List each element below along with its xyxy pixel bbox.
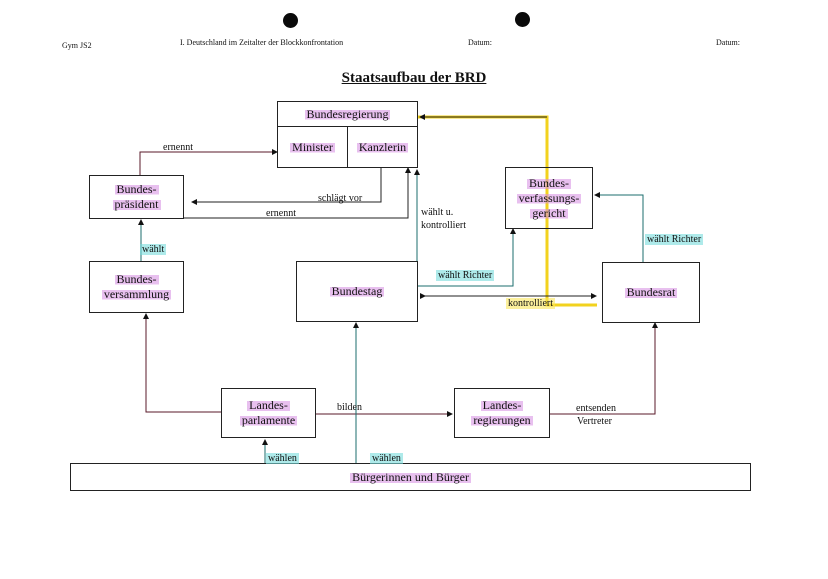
label-bverfg-2: verfassungs-	[516, 190, 582, 206]
label-waehlt-richter-1-text: wählt Richter	[436, 270, 495, 281]
label-waehlt-richter-1: wählt Richter	[436, 270, 495, 282]
label-entsenden: entsenden	[576, 403, 616, 414]
line-praesident-ernennt-minister	[139, 149, 278, 175]
label-landesregierungen-2: regierungen	[471, 413, 533, 428]
box-bundesverfassungsgericht: Bundes- verfassungs- gericht	[505, 167, 593, 229]
box-landesparlamente: Landes- parlamente	[221, 388, 316, 438]
label-landesparlamente-2: parlamente	[239, 413, 298, 428]
label-schlaegt-vor: schlägt vor	[318, 193, 363, 204]
label-landesregierungen-1: Landes-	[480, 398, 524, 413]
label-bundesversammlung-2: versammlung	[101, 287, 172, 302]
line-bundesrat-bverfg	[594, 192, 644, 262]
label-kontrolliert-2-text: kontrolliert	[506, 298, 555, 309]
label-bundesregierung: Bundesregierung	[304, 106, 391, 122]
label-waehlen-2-text: wählen	[370, 453, 403, 464]
header-date-1: Datum:	[468, 38, 492, 47]
line-bverfg-kontrolliert-yellow	[545, 229, 597, 307]
label-buerger: Bürgerinnen und Bürger	[350, 469, 471, 485]
label-bilden: bilden	[337, 402, 362, 413]
label-bundesversammlung-1: Bundes-	[114, 272, 159, 287]
line-entsenden	[550, 322, 658, 415]
label-waehlt-u: wählt u.	[421, 207, 454, 218]
line-bundestag-bverfg	[418, 228, 516, 287]
label-vertreter: Vertreter	[577, 416, 612, 427]
box-buerger: Bürgerinnen und Bürger	[70, 463, 751, 491]
label-ernennt-top: ernennt	[163, 142, 193, 153]
label-waehlt-richter-2-text: wählt Richter	[645, 234, 704, 245]
label-bundespraesident-2: präsident	[112, 197, 161, 212]
label-bundestag: Bundestag	[329, 284, 385, 299]
cell-kanzlerin: Kanzlerin	[348, 127, 417, 167]
page-title: Staatsaufbau der BRD	[341, 70, 487, 86]
cell-minister: Minister	[278, 127, 348, 167]
box-bundesregierung: Bundesregierung Minister Kanzlerin	[277, 101, 418, 168]
box-bundesrat: Bundesrat	[602, 262, 700, 323]
label-bverfg-3: gericht	[530, 205, 568, 221]
label-bundespraesident-1: Bundes-	[114, 182, 159, 197]
header-class: Gym JS2	[62, 41, 92, 50]
box-bundespraesident: Bundes- präsident	[89, 175, 184, 219]
label-kontrolliert-2: kontrolliert	[506, 298, 555, 310]
line-ernennt-kanzlerin	[184, 167, 411, 219]
label-minister: Minister	[290, 139, 335, 155]
label-landesparlamente-1: Landes-	[247, 398, 290, 413]
label-bverfg-1: Bundes-	[527, 175, 571, 191]
header-date-2: Datum:	[716, 38, 740, 47]
box-landesregierungen: Landes- regierungen	[454, 388, 550, 438]
cell-bundesregierung: Bundesregierung	[278, 102, 417, 127]
label-waehlt-richter-2: wählt Richter	[645, 234, 704, 246]
label-waehlt-text: wählt	[140, 244, 167, 255]
header-topic: I. Deutschland im Zeitalter der Blockkon…	[180, 38, 344, 47]
label-waehlt: wählt	[140, 244, 167, 256]
label-bundesrat: Bundesrat	[624, 285, 678, 300]
label-waehlen-1: wählen	[266, 453, 299, 465]
label-waehlen-2: wählen	[370, 453, 403, 465]
line-landesparl-bundesversammlung	[143, 313, 221, 413]
punch-hole-right	[515, 12, 530, 27]
label-kontrolliert-1: kontrolliert	[421, 220, 466, 231]
line-schlaegt-vor	[191, 168, 382, 205]
label-ernennt-bottom: ernennt	[266, 208, 296, 219]
punch-hole-left	[283, 13, 298, 28]
label-waehlen-1-text: wählen	[266, 453, 299, 464]
box-bundesversammlung: Bundes- versammlung	[89, 261, 184, 313]
box-bundestag: Bundestag	[296, 261, 418, 322]
label-kanzlerin: Kanzlerin	[356, 139, 409, 155]
